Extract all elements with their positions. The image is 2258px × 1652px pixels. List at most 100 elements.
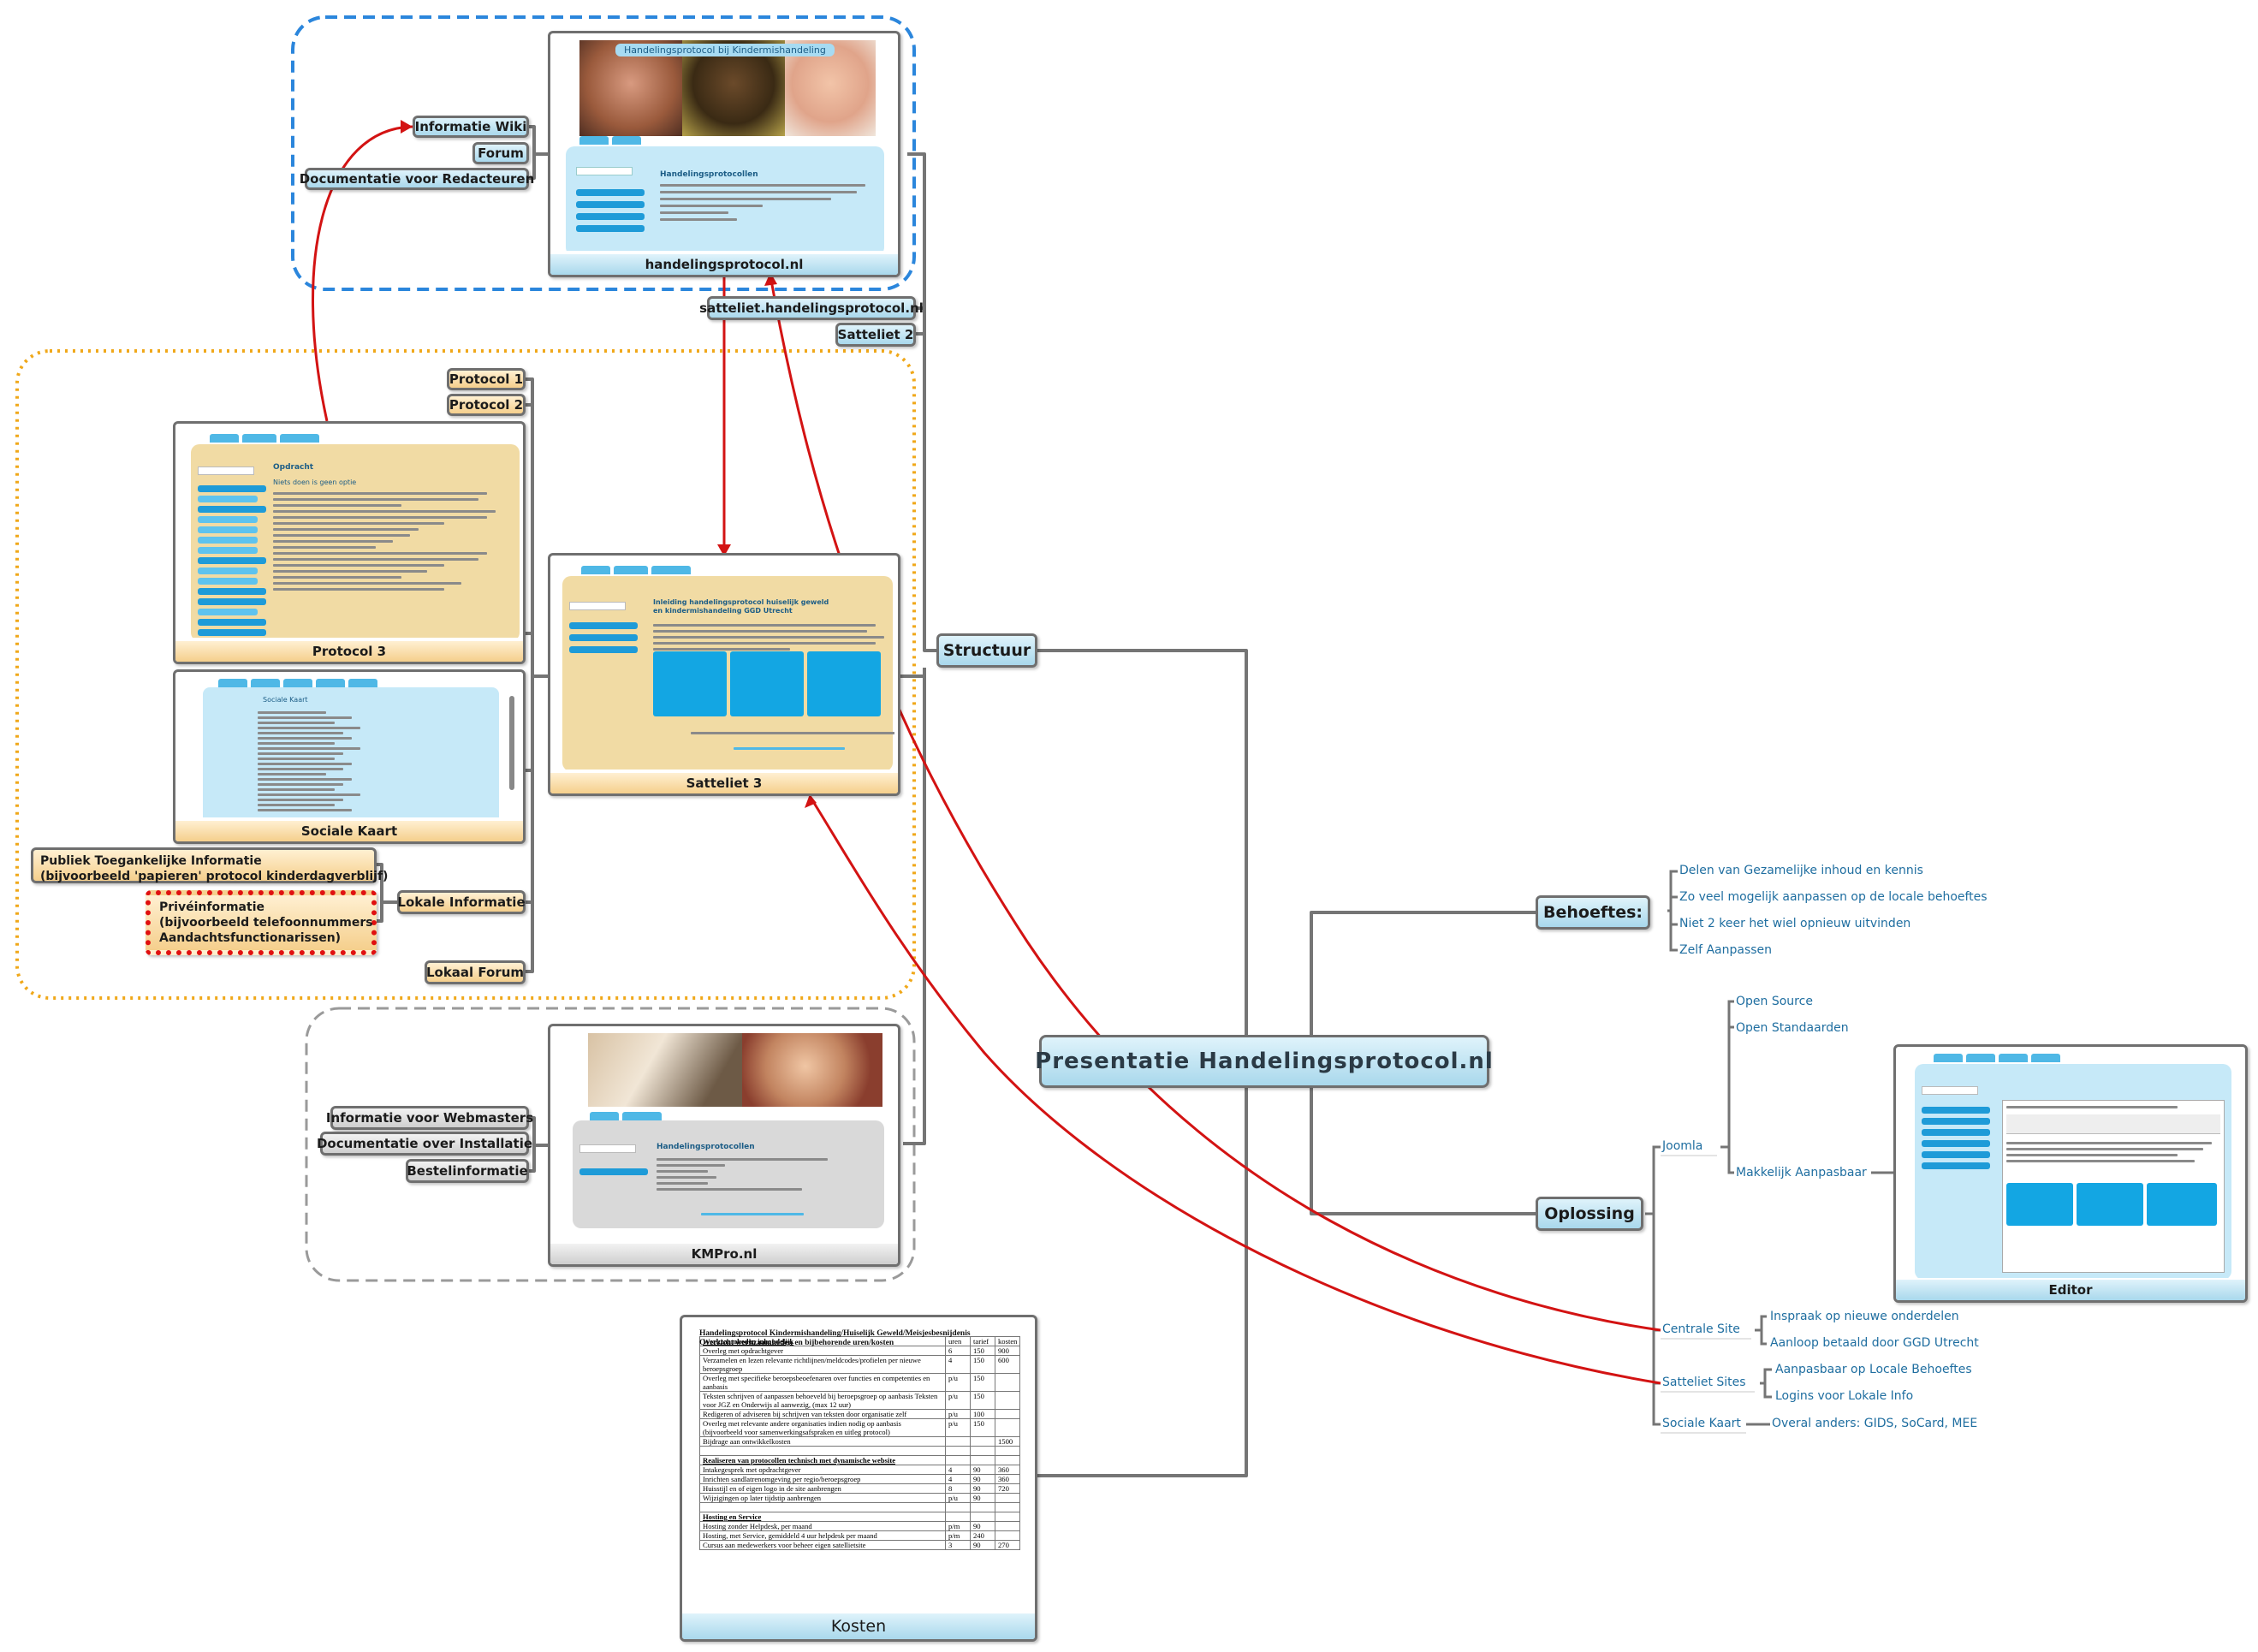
- sociale-kaart-heading: Sociale Kaart: [263, 696, 308, 704]
- edge-central-kosten: [1037, 1061, 1248, 1477]
- satteliet2-node[interactable]: Satteliet 2: [835, 323, 916, 347]
- joomla-node[interactable]: Joomla: [1662, 1139, 1703, 1153]
- edge-lokaal-publiek: [377, 863, 383, 923]
- documentatie-installatie-node[interactable]: Documentatie over Installatie: [317, 1132, 532, 1156]
- edge-central-oplossing: [1310, 1061, 1536, 1215]
- banner-title: Handelingsprotocol bij Kindermishandelin…: [615, 44, 835, 56]
- sociale-kaart-screenshot: Sociale Kaart: [179, 675, 520, 817]
- lokale-informatie-node[interactable]: Lokale Informatie: [397, 890, 526, 914]
- kosten-row: Overleg met specifieke beroepsbeoefenare…: [699, 1373, 1021, 1392]
- satteliet3-screenshot: Inleiding handelingsprotocol huiselijk g…: [554, 559, 894, 770]
- kosten-spacer-row: [699, 1502, 1021, 1512]
- satteliet3-node[interactable]: Inleiding handelingsprotocol huiselijk g…: [548, 553, 900, 796]
- central-title: Presentatie Handelingsprotocol.nl: [1035, 1049, 1494, 1074]
- handelingsprotocol-screenshot: Handelingsprotocol bij Kindermishandelin…: [554, 37, 894, 251]
- satteliet3-block-3: [807, 651, 881, 716]
- protocol3-screenshot: Opdracht Niets doen is geen optie: [179, 427, 520, 638]
- prive-informatie-node[interactable]: Privéinformatie (bijvoorbeeld telefoonnu…: [146, 890, 377, 955]
- kmpro-heading: Handelingsprotocollen: [657, 1143, 755, 1151]
- editor-node[interactable]: Editor: [1893, 1044, 2248, 1303]
- kosten-row: Redigeren of adviseren bij schrijven van…: [699, 1409, 1021, 1419]
- behoefte-item-1[interactable]: Delen van Gezamelijke inhoud en kennis: [1679, 864, 1923, 877]
- edge-structuur-satteliet: [903, 306, 926, 1145]
- protocol3-caption: Protocol 3: [175, 641, 523, 662]
- kmpro-node[interactable]: Handelingsprotocollen KMPro.nl: [548, 1024, 900, 1267]
- edge-joomla-items: [1720, 1000, 1734, 1174]
- documentatie-redacteuren-node[interactable]: Documentatie voor Redacteuren: [300, 168, 534, 190]
- behoeftes-node[interactable]: Behoeftes:: [1536, 895, 1650, 930]
- kosten-row: Verzamelen en lezen relevante richtlijne…: [699, 1355, 1021, 1374]
- kosten-title-2: Overzicht werkzaamheden en bijbehorende …: [699, 1339, 894, 1347]
- kosten-header-row: Realiseren van protocollen technisch met…: [699, 1455, 1021, 1465]
- kosten-spacer-row: [699, 1446, 1021, 1456]
- kosten-title-1: Handelingsprotocol Kindermishandeling/Hu…: [699, 1329, 971, 1338]
- open-source-item[interactable]: Open Source: [1736, 995, 1813, 1008]
- kmpro-screenshot: Handelingsprotocollen: [554, 1030, 894, 1240]
- sociale-kaart-oplossing-node[interactable]: Sociale Kaart: [1662, 1417, 1741, 1430]
- informatie-webmasters-node[interactable]: Informatie voor Webmasters: [326, 1106, 533, 1130]
- handelingsprotocollen-heading: Handelingsprotocollen: [660, 170, 758, 179]
- protocol3-node[interactable]: Opdracht Niets doen is geen optie Protoc…: [173, 421, 526, 664]
- edge-behoeftes-items: [1667, 870, 1678, 952]
- satteliet3-block-1: [653, 651, 727, 716]
- relation-protocol3-wiki: [312, 125, 413, 422]
- structuur-node[interactable]: Structuur: [936, 633, 1037, 668]
- edge-hp-spine: [529, 125, 548, 180]
- open-standaarden-item[interactable]: Open Standaarden: [1736, 1021, 1849, 1035]
- kosten-row: Hosting, met Service, gemiddeld 4 uur he…: [699, 1530, 1021, 1541]
- orange-cloud-boundary: [15, 349, 916, 1000]
- bestelinformatie-node[interactable]: Bestelinformatie: [406, 1159, 529, 1183]
- kosten-row: Teksten schrijven of aanpassen behoeveld…: [699, 1391, 1021, 1410]
- informatie-wiki-node[interactable]: Informatie Wiki: [413, 116, 529, 138]
- kosten-row: Overleg met relevante andere organisatie…: [699, 1418, 1021, 1437]
- kmpro-photo-1: [588, 1033, 742, 1107]
- editor-screenshot: [1899, 1050, 2242, 1278]
- protocol3-subheading: Niets doen is geen optie: [273, 478, 357, 486]
- sociale-kaart-caption: Sociale Kaart: [175, 821, 523, 841]
- edge-centrale-items: [1755, 1315, 1767, 1346]
- centrale-site-item-1[interactable]: Inspraak op nieuwe onderdelen: [1770, 1310, 1959, 1323]
- kosten-row: Inrichten sandlatrenomgeving per regio/b…: [699, 1474, 1021, 1484]
- edge-protocol-spine: [526, 377, 548, 973]
- behoefte-item-2[interactable]: Zo veel mogelijk aanpassen op de locale …: [1679, 890, 1988, 904]
- makkelijk-aanpasbaar-item[interactable]: Makkelijk Aanpasbaar: [1736, 1166, 1867, 1180]
- edge-satteliet-items: [1760, 1368, 1772, 1399]
- forum-node[interactable]: Forum: [472, 142, 529, 164]
- centrale-site-item-2[interactable]: Aanloop betaald door GGD Utrecht: [1770, 1336, 1979, 1350]
- handelingsprotocol-node[interactable]: Handelingsprotocol bij Kindermishandelin…: [548, 31, 900, 277]
- sociale-kaart-oplossing-item[interactable]: Overal anders: GIDS, SoCard, MEE: [1772, 1417, 1978, 1430]
- behoefte-item-3[interactable]: Niet 2 keer het wiel opnieuw uitvinden: [1679, 917, 1911, 930]
- satteliet-sites-item-2[interactable]: Logins voor Lokale Info: [1775, 1389, 1914, 1403]
- sociale-kaart-node[interactable]: Sociale Kaart Sociale Kaart: [173, 669, 526, 844]
- behoefte-item-4[interactable]: Zelf Aanpassen: [1679, 943, 1773, 957]
- handelingsprotocol-caption: handelingsprotocol.nl: [550, 254, 898, 275]
- kosten-row: Huisstijl en of eigen logo in de site aa…: [699, 1483, 1021, 1494]
- protocol2-node[interactable]: Protocol 2: [447, 394, 526, 416]
- satteliet-sites-item-1[interactable]: Aanpasbaar op Locale Behoeftes: [1775, 1363, 1972, 1376]
- satteliet3-caption: Satteliet 3: [550, 773, 898, 793]
- publiek-informatie-node[interactable]: Publiek Toegankelijke Informatie (bijvoo…: [31, 847, 388, 883]
- centrale-site-node[interactable]: Centrale Site: [1662, 1322, 1740, 1336]
- satteliet3-block-2: [730, 651, 804, 716]
- edge-km-spine: [529, 1116, 548, 1173]
- kmpro-caption: KMPro.nl: [550, 1244, 898, 1264]
- oplossing-node[interactable]: Oplossing: [1536, 1197, 1643, 1231]
- kosten-header-row: Hosting en Service: [699, 1512, 1021, 1522]
- satteliet-sites-node[interactable]: Satteliet Sites: [1662, 1376, 1746, 1389]
- editor-caption: Editor: [1896, 1280, 2245, 1300]
- kosten-sheet: Handelingsprotocol Kindermishandeling/Hu…: [686, 1321, 1031, 1610]
- edge-oplossing-items: [1645, 1145, 1661, 1426]
- central-topic[interactable]: Presentatie Handelingsprotocol.nl: [1035, 1035, 1493, 1088]
- relation-satteliet-s3: [808, 795, 1661, 1385]
- kosten-caption: Kosten: [682, 1613, 1035, 1639]
- protocol1-node[interactable]: Protocol 1: [447, 368, 526, 390]
- edge-structuur-spine: [907, 152, 936, 652]
- satteliet-handelingsprotocol-node[interactable]: satteliet.handelingsprotocol.nl: [699, 296, 924, 320]
- kosten-node[interactable]: Handelingsprotocol Kindermishandeling/Hu…: [680, 1315, 1037, 1642]
- lokaal-forum-node[interactable]: Lokaal Forum: [425, 960, 526, 984]
